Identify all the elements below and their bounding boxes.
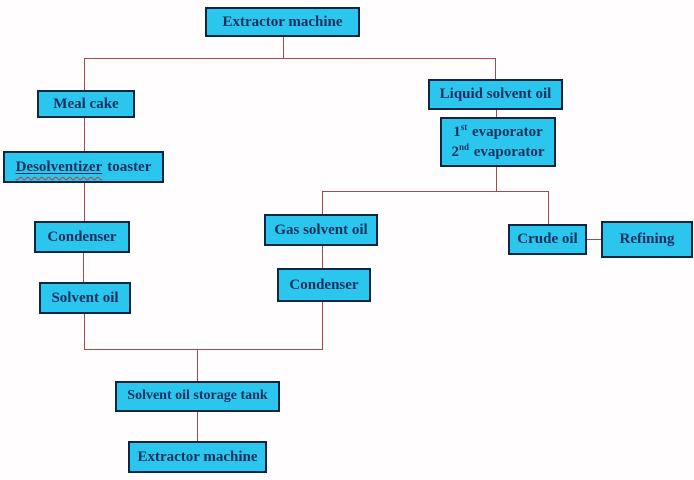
node-label: Meal cake — [53, 95, 119, 112]
node-extractor-machine-top: Extractor machine — [205, 7, 360, 37]
connector-mid-split — [322, 191, 549, 192]
node-condenser-left: Condenser — [34, 221, 130, 253]
node-label: Crude oil — [517, 231, 578, 248]
connector-storage-to-extractor — [197, 412, 198, 441]
connector-top-split — [84, 58, 496, 59]
connector-liquid-to-evaporators — [496, 109, 497, 117]
misspelled-word: Desolventizer — [15, 158, 103, 175]
node-meal-cake: Meal cake — [37, 90, 135, 118]
node-condenser-center: Condenser — [277, 268, 371, 302]
node-label: Condenser — [47, 228, 117, 245]
connector-to-storage-tank — [197, 349, 198, 381]
node-extractor-machine-bottom: Extractor machine — [128, 441, 267, 473]
connector-evaporators-down — [496, 167, 497, 191]
node-solvent-oil-storage-tank: Solvent oil storage tank — [115, 381, 280, 412]
node-refining: Refining — [601, 221, 693, 258]
connector-gas-to-condenser — [322, 246, 323, 268]
node-gas-solvent-oil: Gas solvent oil — [264, 214, 378, 246]
node-label: Solvent oil storage tank — [127, 388, 268, 404]
connector-bottom-join — [84, 349, 323, 350]
connector-desolventizer-to-condenser — [84, 182, 85, 221]
evaporator-line-2: 2nd evaporator — [451, 142, 545, 161]
ordinal-suffix: nd — [458, 142, 469, 152]
connector-to-gas-solvent-oil — [322, 191, 323, 214]
label-rest: toaster — [107, 158, 152, 175]
connector-meal-cake-to-desolventizer — [84, 118, 85, 151]
node-label: Solvent oil — [51, 289, 119, 306]
connector-condenser-center-down — [322, 302, 323, 349]
node-label: Gas solvent oil — [274, 221, 368, 238]
node-liquid-solvent-oil: Liquid solvent oil — [428, 79, 563, 110]
connector-to-meal-cake — [84, 58, 85, 90]
node-solvent-oil: Solvent oil — [39, 282, 131, 314]
ordinal-suffix: st — [460, 121, 468, 132]
node-label: Liquid solvent oil — [439, 86, 552, 103]
connector-condenser-to-solvent-oil — [83, 253, 84, 282]
node-label: Refining — [619, 231, 675, 248]
connector-extractor-down — [283, 36, 284, 58]
evaporator-line-1: 1st evaporator — [453, 121, 543, 140]
node-crude-oil: Crude oil — [508, 224, 587, 255]
node-label: Extractor machine — [222, 13, 343, 30]
node-label: Extractor machine — [137, 448, 258, 465]
connector-crude-to-refining — [587, 239, 601, 240]
connector-to-liquid-solvent-oil — [495, 58, 496, 79]
connector-to-crude-oil — [548, 191, 549, 224]
node-evaporators: 1st evaporator 2nd evaporator — [440, 117, 556, 167]
node-label: Condenser — [289, 276, 359, 293]
connector-solvent-oil-down — [84, 314, 85, 349]
